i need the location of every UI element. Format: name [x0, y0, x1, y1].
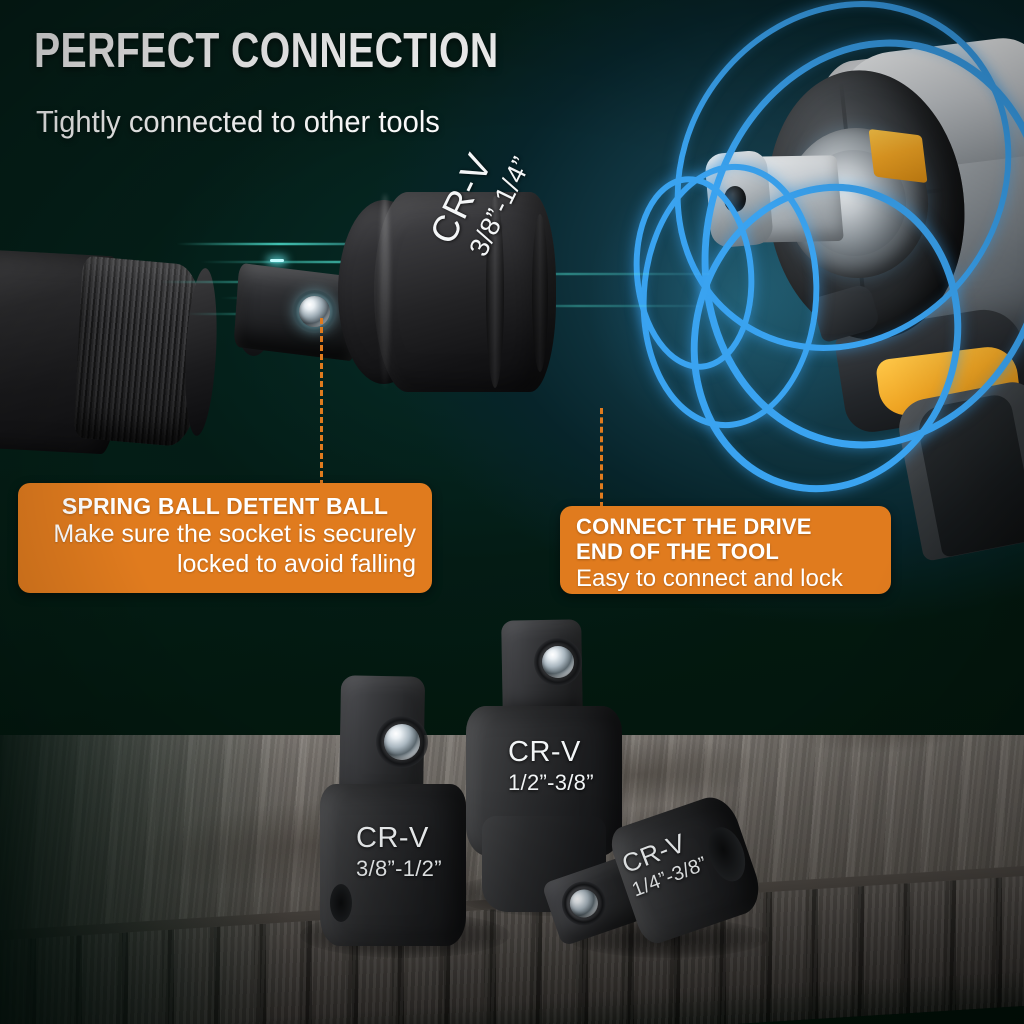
callout-left-line-1: Make sure the socket is securely: [34, 519, 416, 549]
adapter-b-material: CR-V: [508, 736, 594, 769]
callout-right-subtitle: Easy to connect and lock: [576, 565, 875, 594]
page-subtitle: Tightly connected to other tools: [36, 106, 440, 137]
adapter-b-label: CR-V 1/2”-3/8”: [508, 736, 594, 796]
callout-spring-ball-detent-ball: SPRING BALL DETENT BALL Make sure the so…: [18, 483, 432, 593]
leader-line-left: [320, 318, 323, 486]
wood-table-surface: [0, 735, 1024, 1024]
hero-adapter: CR-V 3/8”-1/4”: [336, 147, 568, 398]
adapter-1-2-to-3-8: CR-V 1/2”-3/8”: [460, 619, 628, 912]
leader-line-right: [600, 408, 603, 508]
wood-left-shadow-fade: [0, 735, 290, 1024]
wrench-drive-pin-hole: [724, 186, 746, 212]
callout-right-title-line-2: END OF THE TOOL: [576, 539, 875, 564]
adapter-a-label: CR-V 3/8”-1/2”: [356, 822, 442, 882]
adapter-a-detent-ball: [384, 724, 420, 760]
adapter-b-detent-ball: [542, 646, 574, 678]
hero-adapter-rim-highlight: [380, 194, 390, 390]
impact-wrench: [640, 0, 1024, 562]
adapter-3-8-to-1-2: CR-V 3/8”-1/2”: [316, 675, 476, 946]
adapter-a-side-hole: [330, 884, 352, 922]
hero-adapter-groove-2: [532, 214, 548, 372]
callout-left-title: SPRING BALL DETENT BALL: [34, 493, 416, 519]
spring-detent-ball: [299, 296, 330, 327]
adapter-a-size: 3/8”-1/2”: [356, 856, 442, 882]
hero-adapter-groove-1: [486, 196, 504, 388]
adapter-b-size: 1/2”-3/8”: [508, 770, 594, 796]
page-title: PERFECT CONNECTION: [34, 27, 499, 76]
adapter-a-material: CR-V: [356, 822, 442, 855]
callout-right-title-line-1: CONNECT THE DRIVE: [576, 514, 875, 539]
callout-connect-drive-end: CONNECT THE DRIVE END OF THE TOOL Easy t…: [560, 506, 891, 594]
callout-left-line-2: locked to avoid falling: [34, 549, 416, 579]
hero-adapter-barrel: [374, 192, 556, 392]
